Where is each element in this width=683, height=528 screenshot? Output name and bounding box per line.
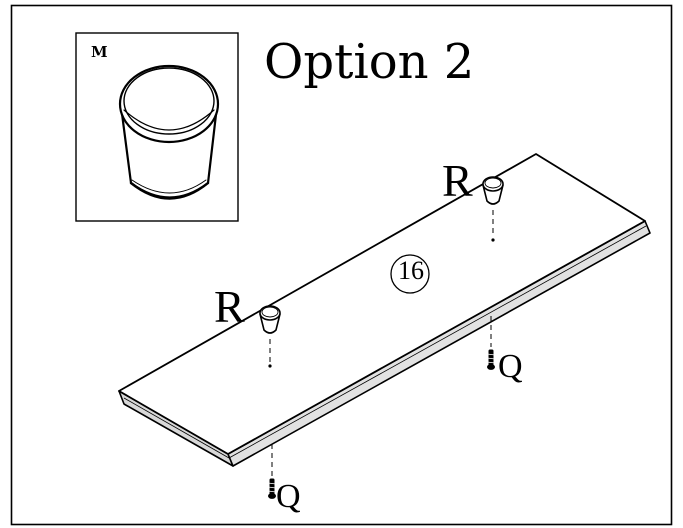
screw-q-left [267,478,277,499]
shelf-panel [118,153,651,467]
page-frame [10,4,673,526]
bumper-r-right [482,176,504,205]
panel-number-circle [390,254,430,294]
panel-number: 16 [398,256,424,285]
inset-part-letter: M [91,43,108,61]
inset-frame [75,32,239,222]
label-q-left: Q [276,478,301,515]
screw-q-right [486,349,496,370]
hole-r-right [491,238,495,242]
bumper-icon [118,64,220,200]
hole-r-left [268,364,272,368]
label-q-right: Q [498,348,523,385]
page-title: Option 2 [264,34,475,90]
label-r-right: R [442,155,473,206]
bumper-r-left [259,305,281,334]
label-r-left: R [214,281,245,332]
